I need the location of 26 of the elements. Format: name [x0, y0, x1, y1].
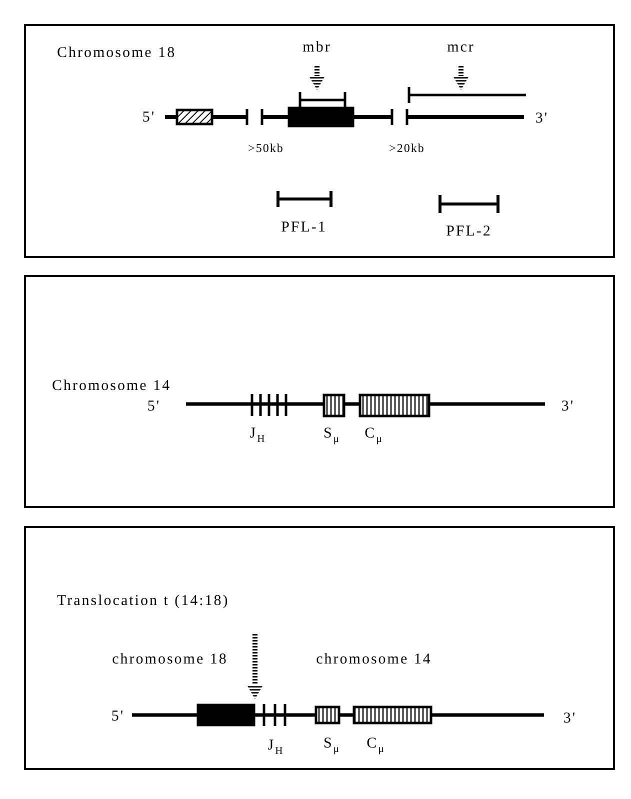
panel-frame	[24, 526, 615, 770]
end-label: 5'	[147, 400, 161, 414]
panel-title: Chromosome 18	[57, 46, 176, 61]
region-label: mcr	[447, 40, 475, 56]
region-label: mbr	[302, 40, 332, 56]
gene-segment-label: J$_{H}$	[268, 738, 284, 758]
chromosome-label: chromosome 18	[112, 652, 228, 668]
chromosome-label: chromosome 14	[316, 652, 432, 668]
gene-segment-label: J$_{H}$	[250, 426, 266, 446]
panel-title: Translocation t (14:18)	[57, 594, 230, 609]
end-label: 3'	[535, 112, 549, 126]
end-label: 3'	[561, 400, 575, 414]
end-label: 5'	[111, 710, 125, 724]
probe-label: PFL-2	[446, 224, 492, 240]
gene-segment-label: S$_{μ}$	[324, 426, 340, 446]
gene-segment-label: C$_{μ}$	[366, 736, 386, 756]
probe-label: PFL-1	[281, 220, 327, 236]
size-label: >50kb	[248, 142, 284, 154]
panel-frame	[24, 275, 615, 508]
end-label: 3'	[563, 712, 577, 726]
gene-segment-label: S$_{μ}$	[324, 736, 340, 756]
panel-frame	[24, 24, 615, 258]
panel-title: Chromosome 14	[52, 379, 172, 394]
end-label: 5'	[142, 110, 156, 126]
size-label: >20kb	[389, 142, 425, 154]
gene-segment-label: C$_{μ}$	[364, 426, 384, 446]
